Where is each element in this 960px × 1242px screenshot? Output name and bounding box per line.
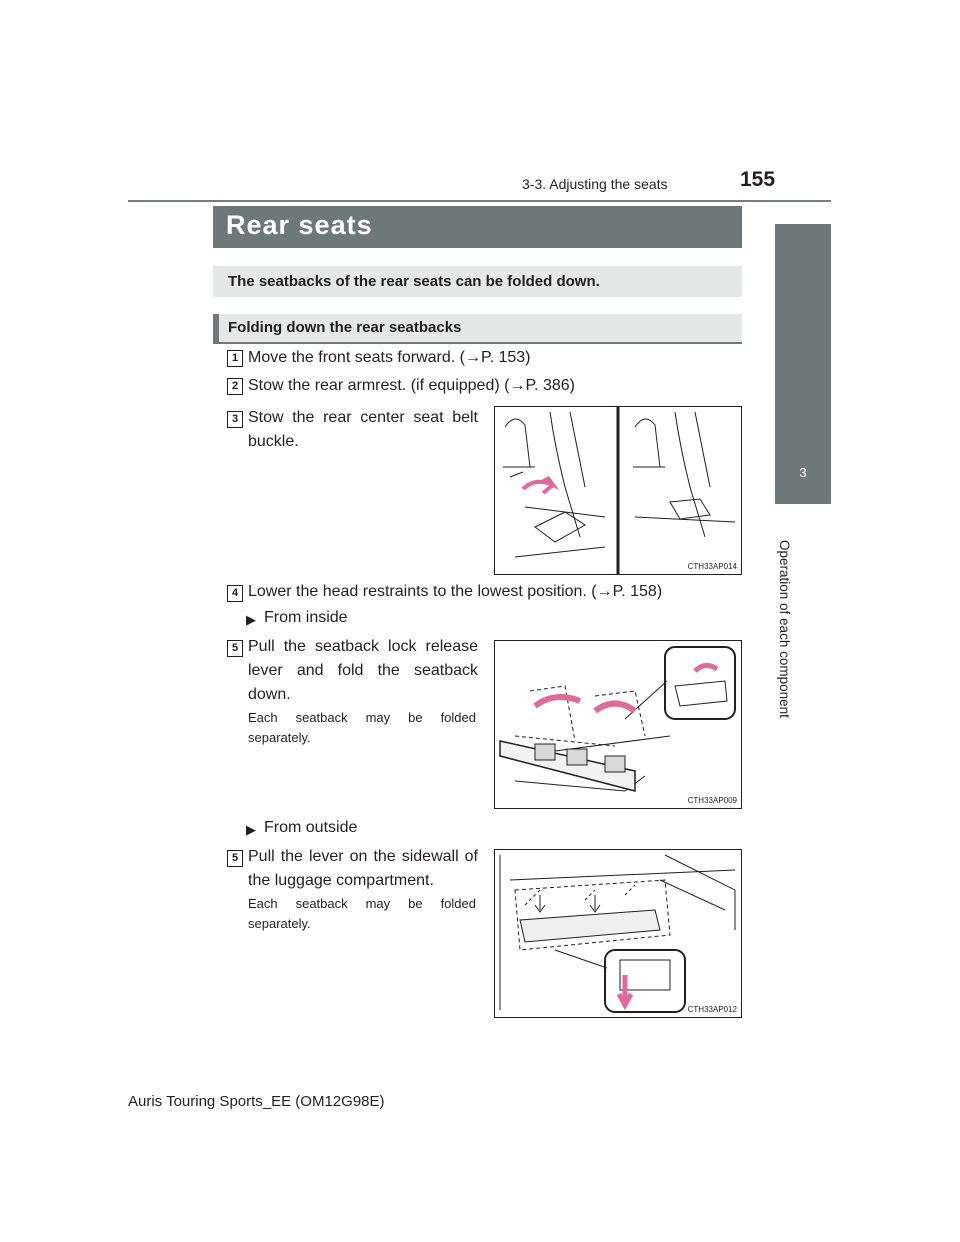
- step-note: Each seatback may be folded separately.: [248, 896, 476, 931]
- intro-bar: [213, 266, 742, 297]
- seat-belt-buckle-figure: CTH33AP014: [494, 406, 742, 575]
- bullet-arrow-icon: ▶: [246, 612, 256, 627]
- section-title: 3-3. Adjusting the seats: [522, 176, 668, 192]
- step-text: Stow the rear armrest. (if equipped) (→P…: [248, 377, 575, 394]
- step-text: Stow the rear center seat belt buckle.: [248, 409, 478, 450]
- step-number: 3: [227, 411, 243, 428]
- step-text: Lower the head restraints to the lowest …: [248, 583, 663, 600]
- step-number: 2: [227, 378, 243, 395]
- fold-seatback-figure: CTH33AP009: [494, 640, 742, 809]
- step-note: Each seatback may be folded separately.: [248, 710, 476, 745]
- subheading-accent: [213, 314, 219, 344]
- step-number: 5: [227, 850, 243, 867]
- step-text: Move the front seats forward. (→P. 153): [248, 349, 531, 366]
- subheading-bar: [213, 314, 742, 344]
- header-rule: [128, 200, 831, 202]
- page-title: Rear seats: [226, 210, 373, 240]
- chapter-number: 3: [799, 465, 807, 480]
- chapter-label: Operation of each component: [777, 540, 792, 718]
- step-text: Pull the seatback lock release lever and…: [248, 638, 478, 703]
- subheading: Folding down the rear seatbacks: [228, 319, 462, 336]
- intro-text: The seatbacks of the rear seats can be f…: [228, 273, 600, 290]
- footer-text: Auris Touring Sports_EE (OM12G98E): [128, 1093, 385, 1110]
- step-number: 4: [227, 585, 243, 602]
- chapter-tab: [775, 224, 831, 504]
- figure-code: CTH33AP014: [687, 562, 737, 571]
- figure-code: CTH33AP012: [687, 1005, 737, 1014]
- figure-code: CTH33AP009: [687, 796, 737, 805]
- title-bar: [213, 206, 742, 248]
- bullet-label: From outside: [264, 819, 358, 836]
- page-number: 155: [740, 168, 776, 191]
- step-number: 1: [227, 350, 243, 367]
- luggage-lever-figure: CTH33AP012: [494, 849, 742, 1018]
- bullet-label: From inside: [264, 609, 348, 626]
- step-text: Pull the lever on the sidewall of the lu…: [248, 848, 478, 889]
- step-number: 5: [227, 640, 243, 657]
- bullet-arrow-icon: ▶: [246, 822, 256, 837]
